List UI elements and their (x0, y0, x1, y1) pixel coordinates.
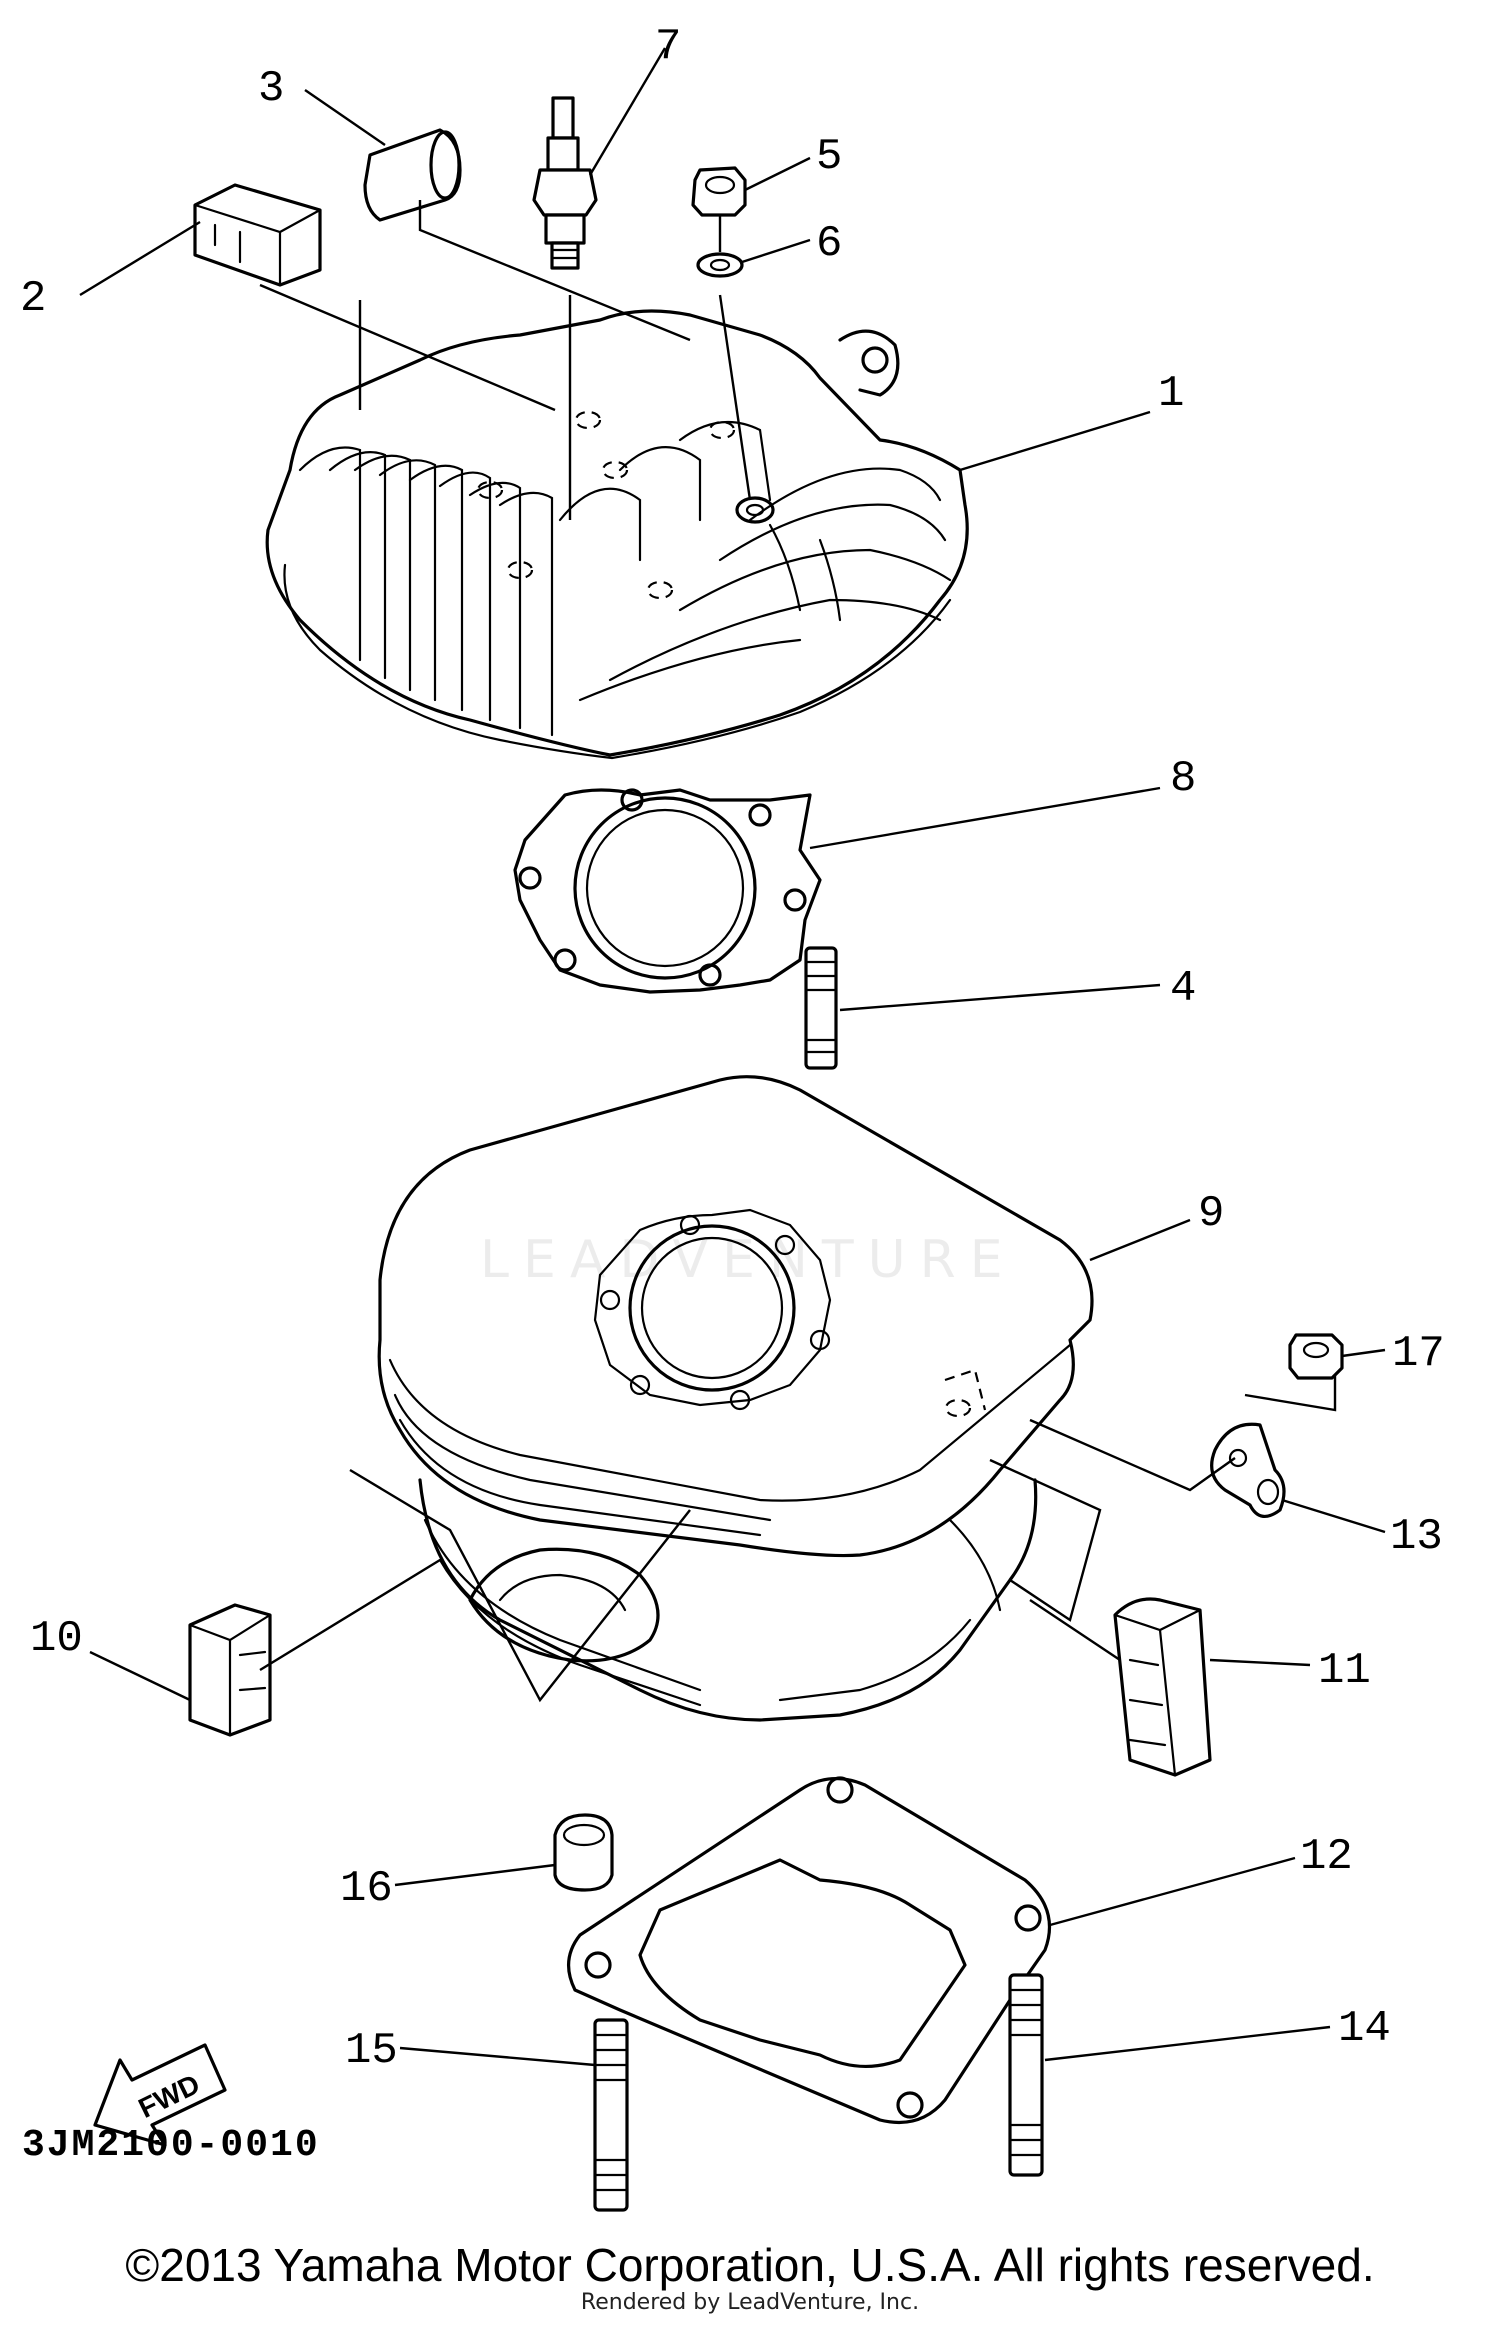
callout-11: 11 (1318, 1646, 1371, 1696)
rendered-by-credit: Rendered by LeadVenture, Inc. (580, 2290, 920, 2315)
callout-16: 16 (340, 1864, 393, 1914)
damper-part-2 (193, 183, 322, 287)
cap-part-3 (363, 128, 462, 222)
assembly-lines-cylinder (259, 1375, 1337, 1703)
callout-labels: 1 2 3 4 5 6 7 8 9 10 11 12 13 14 15 16 1… (20, 22, 1445, 2076)
base-gasket-part-12 (567, 1776, 1052, 2125)
clamp-part-13 (1210, 1422, 1286, 1518)
stud-part-15 (593, 2018, 629, 2212)
callout-1: 1 (1158, 369, 1184, 419)
stud-part-4 (804, 946, 838, 1070)
cylinder-head-part-1 (265, 309, 969, 760)
callout-8: 8 (1170, 754, 1196, 804)
callout-13: 13 (1390, 1512, 1443, 1562)
spark-plug-part-7 (532, 96, 598, 270)
cylinder-part-9 (377, 1075, 1094, 1722)
callout-12: 12 (1300, 1832, 1353, 1882)
copyright-notice: ©2013 Yamaha Motor Corporation, U.S.A. A… (125, 2239, 1375, 2291)
damper-part-10 (188, 1603, 272, 1737)
nut-part-5 (691, 166, 747, 217)
watermark-logo: LEADVENTURE (480, 1230, 1017, 1290)
callout-14: 14 (1338, 2004, 1391, 2054)
callout-7: 7 (655, 22, 681, 72)
stud-part-14 (1008, 1973, 1044, 2177)
damper-part-11 (1113, 1597, 1212, 1777)
callout-15: 15 (345, 2026, 398, 2076)
callout-4: 4 (1170, 964, 1196, 1014)
nut-part-17 (1288, 1333, 1344, 1380)
callout-3: 3 (258, 64, 284, 114)
diagram-code: 3JM2100-0010 (22, 2124, 320, 2167)
head-gasket-part-8 (513, 788, 822, 994)
callout-9: 9 (1198, 1189, 1224, 1239)
dowel-part-16 (553, 1813, 614, 1892)
washer-part-6 (696, 252, 744, 278)
assembly-lines-head (259, 200, 752, 520)
callout-6: 6 (816, 219, 842, 269)
callout-17: 17 (1392, 1329, 1445, 1379)
callout-leaders (79, 47, 1386, 2067)
callout-5: 5 (816, 132, 842, 182)
callout-2: 2 (20, 274, 46, 324)
callout-10: 10 (30, 1614, 83, 1664)
